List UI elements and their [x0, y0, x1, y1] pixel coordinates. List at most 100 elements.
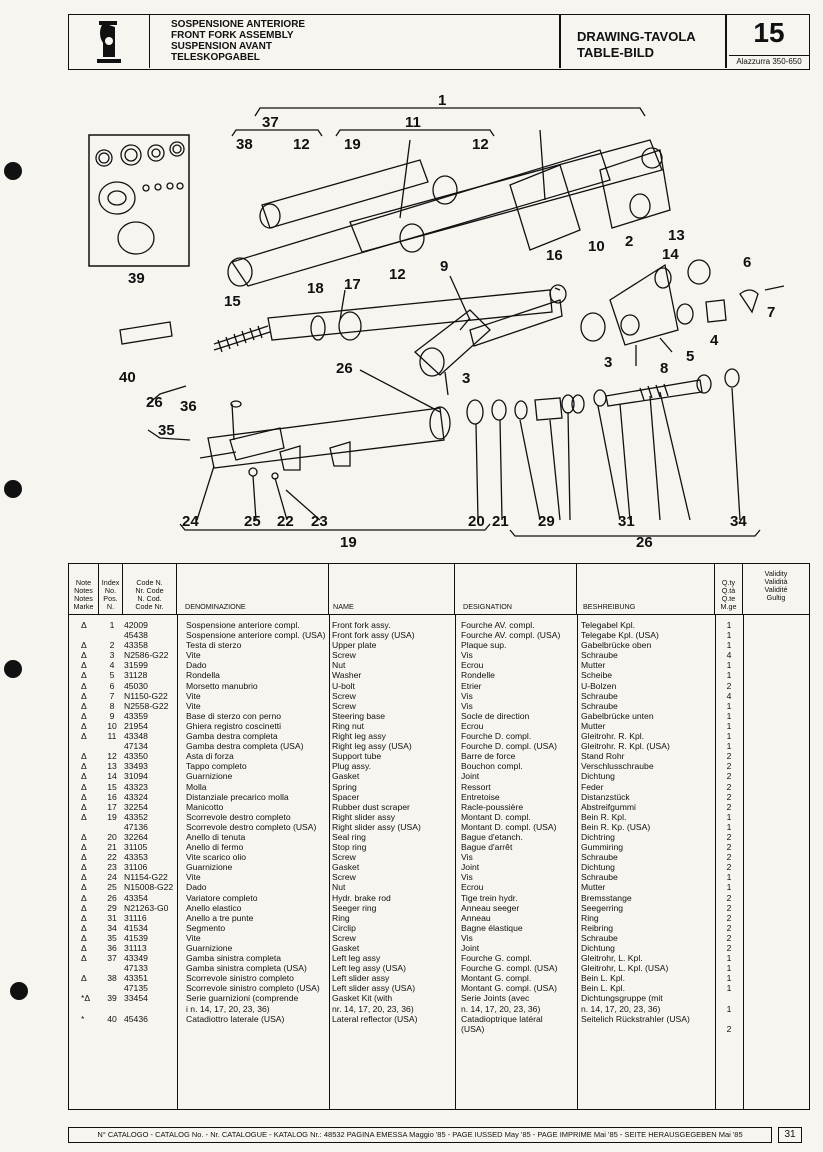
cell-fr: Ressort — [461, 781, 491, 792]
cell-qty: 2 — [726, 852, 732, 863]
cell-fr: Vis — [461, 700, 473, 711]
cell-code: N1154-G22 — [124, 872, 168, 883]
cell-fr: Bague d'arrêt — [461, 842, 513, 853]
cell-it: Asta di forza — [186, 751, 234, 762]
cell-en: Support tube — [332, 751, 382, 762]
cell-de: Reibring — [581, 922, 614, 933]
cell-idx: 14 — [107, 771, 117, 782]
cell-qty: 1 — [726, 963, 732, 974]
cell-fr: Rondelle — [461, 670, 495, 681]
cell-en: Front fork assy (USA) — [332, 630, 415, 641]
cell-code: 31116 — [124, 912, 147, 923]
cell-fr: Montant D. compl. — [461, 811, 531, 822]
cell-de: n. 14, 17, 20, 23, 36) — [581, 1003, 661, 1014]
cell-de: Telegabe Kpl. (USA) — [581, 630, 659, 641]
callout: 13 — [668, 227, 685, 244]
callout: 1 — [438, 92, 446, 109]
callout: 3 — [604, 354, 612, 371]
cell-code: 43359 — [124, 710, 148, 721]
cell-note: Δ — [81, 882, 87, 893]
cell-note: Δ — [81, 801, 87, 812]
callout: 26 — [636, 534, 653, 551]
title-it: SOSPENSIONE ANTERIORE — [171, 19, 306, 30]
cell-it: Molla — [186, 781, 207, 792]
model-name: Alazzurra 350-650 — [729, 55, 809, 66]
cell-it: Catadiottro laterale (USA) — [186, 1013, 285, 1024]
cell-qty: 1 — [726, 821, 732, 832]
cell-fr: n. 14, 17, 20, 23, 36) — [461, 1003, 541, 1014]
cell-en: Screw — [332, 700, 356, 711]
cell-code: 43353 — [124, 852, 148, 863]
cell-idx: 13 — [107, 761, 117, 772]
cell-note: Δ — [81, 771, 87, 782]
cell-it: i n. 14, 17, 20, 23, 36) — [186, 1003, 270, 1014]
cell-en: Seal ring — [332, 831, 366, 842]
cell-it: Anello di tenuta — [186, 831, 246, 842]
callout: 22 — [277, 513, 294, 530]
cell-qty: 1 — [726, 872, 732, 883]
cell-qty: 1 — [726, 660, 732, 671]
cell-it: Vite — [186, 690, 201, 701]
cell-it: Scorrevole sinistro completo (USA) — [186, 983, 320, 994]
cell-it: Anello elastico — [186, 902, 242, 913]
cell-en: Gasket — [332, 862, 360, 873]
callout: 20 — [468, 513, 485, 530]
cell-code: 43323 — [124, 781, 148, 792]
cell-idx: 15 — [107, 781, 117, 792]
cell-de: U-Bolzen — [581, 680, 617, 691]
cell-note: Δ — [81, 640, 87, 651]
cell-code: 33493 — [124, 761, 148, 772]
cell-it: Base di sterzo con perno — [186, 710, 282, 721]
cell-idx: 3 — [109, 650, 115, 661]
callout: 23 — [311, 513, 328, 530]
cell-en: U-bolt — [332, 680, 355, 691]
cell-de: Gleitrohr. R. Kpl. — [581, 731, 645, 742]
cell-qty: 2 — [726, 680, 732, 691]
cell-code: 43324 — [124, 791, 148, 802]
callout: 9 — [440, 258, 448, 275]
cell-qty: 4 — [726, 650, 732, 661]
cell-fr: Fourche AV. compl. — [461, 620, 535, 630]
cell-de: Scheibe — [581, 670, 613, 681]
cell-it: Sospensione anteriore compl. (USA) — [186, 630, 326, 641]
cell-idx: 17 — [107, 801, 117, 812]
cell-it: Gamba sinistra completa (USA) — [186, 963, 307, 974]
cell-de: Mutter — [581, 660, 606, 671]
callout: 35 — [158, 422, 175, 439]
cell-de: Schraube — [581, 932, 618, 943]
cell-note: Δ — [81, 932, 87, 943]
callout: 12 — [293, 136, 310, 153]
cell-it: Vite — [186, 872, 201, 883]
cell-fr: Bagne élastique — [461, 922, 523, 933]
cell-it: Tappo completo — [186, 761, 247, 772]
cell-idx: 19 — [107, 811, 117, 822]
cell-qty: 2 — [726, 842, 732, 853]
cell-note: Δ — [81, 872, 87, 883]
cell-idx: 36 — [107, 943, 117, 953]
cell-de: Mutter — [581, 882, 606, 893]
cell-note: Δ — [81, 700, 87, 711]
cell-qty: 2 — [726, 902, 732, 913]
cell-de: Schraube — [581, 700, 618, 711]
cell-en: Nut — [332, 660, 346, 671]
cell-note: Δ — [81, 973, 87, 984]
cell-qty: 2 — [726, 943, 732, 953]
col-denominazione: DENOMINAZIONE — [177, 564, 329, 614]
cell-qty: 4 — [726, 690, 732, 701]
cell-en: Screw — [332, 650, 356, 661]
cell-idx: 26 — [107, 892, 117, 903]
cell-it: Dado — [186, 660, 207, 671]
col-name: NAME — [329, 564, 455, 614]
cell-de: Mutter — [581, 720, 606, 731]
